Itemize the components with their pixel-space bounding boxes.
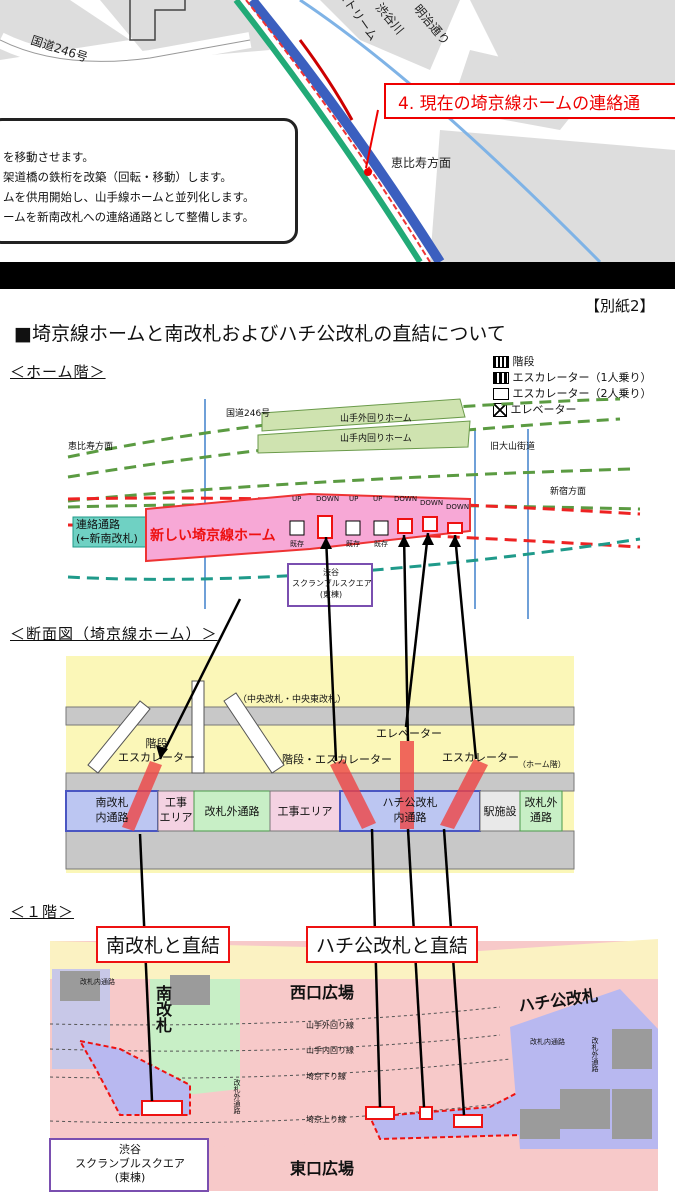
outer-passage-label: 改札外通路 bbox=[233, 1079, 241, 1114]
saikyo-down-line-label: 埼京下り線 bbox=[306, 1072, 346, 1081]
legend-label: エスカレーター（2人乗り） bbox=[512, 387, 652, 400]
south-gate-label: 南改札 bbox=[153, 985, 172, 1033]
down-label: DOWN bbox=[394, 495, 418, 503]
existing-label: 既存 bbox=[346, 540, 360, 548]
saikyo-up-line-label: 埼京上り線 bbox=[306, 1115, 346, 1124]
yamanote-inner-line-label: 山手内回り線 bbox=[306, 1046, 354, 1055]
up-label: UP bbox=[292, 495, 302, 503]
down-label: DOWN bbox=[316, 495, 340, 503]
callout-line: ームを新南改札への連絡通路として整備します。 bbox=[3, 210, 255, 224]
road-246-label: 国道246号 bbox=[226, 409, 271, 419]
ebisu-direction-label: 恵比寿方面 bbox=[391, 156, 452, 170]
ebisu-direction-label: 恵比寿方面 bbox=[68, 442, 114, 452]
old-oyama-label: 旧大山街道 bbox=[490, 442, 536, 452]
hachiko-gate-link-box: ハチ公改札と直結 bbox=[306, 926, 479, 963]
shinjuku-direction-label: 新宿方面 bbox=[550, 487, 587, 497]
section-cell: 駅施設 bbox=[483, 805, 517, 818]
elevator-label: エレベーター bbox=[376, 727, 442, 740]
stairs-escalator-mid-label: 階段・エスカレーター bbox=[282, 753, 392, 766]
red-label-box: 4. 現在の埼京線ホームの連絡通 bbox=[384, 83, 675, 119]
up-label: UP bbox=[349, 495, 359, 503]
down-label: DOWN bbox=[420, 499, 444, 507]
elevator-icon bbox=[493, 403, 507, 417]
south-gate-link-box: 南改札と直結 bbox=[96, 926, 231, 963]
section-cell: 工事エリア bbox=[277, 805, 333, 818]
yamanote-inner-platform-label: 山手内回りホーム bbox=[340, 434, 412, 444]
legend: 階段 エスカレーター（1人乗り） エスカレーター（2人乗り） エレベーター bbox=[493, 353, 673, 423]
existing-label: 既存 bbox=[374, 540, 388, 548]
yamanote-outer-platform-label: 山手外回りホーム bbox=[340, 414, 412, 424]
escalator-single-icon bbox=[493, 372, 509, 384]
passage-label: 連絡通路 (←新南改札) bbox=[76, 518, 138, 545]
callout-box: を移動させます。 架道橋の鉄桁を改築（回転・移動）します。 ムを供用開始し、山手… bbox=[0, 118, 298, 244]
ground-floor-heading: ＜１階＞ bbox=[10, 903, 75, 921]
page-title: ■埼京線ホームと南改札およびハチ公改札の直結について bbox=[14, 323, 506, 345]
stairs-escalator-left-label: 階段 エスカレーター bbox=[118, 737, 195, 764]
section-cell: 南改札 内通路 bbox=[95, 796, 129, 824]
diagram-svg bbox=[49, 397, 658, 1192]
up-label: UP bbox=[373, 495, 383, 503]
section-cell: ハチ公改札 内通路 bbox=[382, 796, 438, 824]
platform-icons bbox=[289, 515, 463, 539]
west-plaza-label: 西口広場 bbox=[290, 983, 355, 1002]
section-heading: ＜断面図（埼京線ホーム）＞ bbox=[10, 625, 218, 643]
east-plaza-label: 東口広場 bbox=[290, 1159, 355, 1178]
document-page: 【別紙2】 ■埼京線ホームと南改札およびハチ公改札の直結について 階段 エスカレ… bbox=[0, 289, 675, 1200]
attachment-badge: 【別紙2】 bbox=[585, 297, 655, 315]
legend-label: エレベーター bbox=[510, 403, 577, 416]
central-gate-label: （中央改札・中央東改札） bbox=[238, 695, 347, 705]
section-cell: 改札外通路 bbox=[204, 805, 260, 818]
red-label-text: 4. 現在の埼京線ホームの連絡通 bbox=[398, 94, 641, 114]
escalator-label: エスカレーター bbox=[442, 751, 519, 764]
connector-lines bbox=[138, 532, 478, 1116]
inner-passage-label: 改札内通路 bbox=[530, 1038, 565, 1046]
callout-line: を移動させます。 bbox=[3, 150, 94, 164]
callout-line: ムを供用開始し、山手線ホームと並列化します。 bbox=[3, 190, 255, 204]
existing-label: 既存 bbox=[290, 540, 304, 548]
outer-passage-label: 改札外通路 bbox=[591, 1037, 599, 1072]
new-saikyo-platform-label: 新しい埼京線ホーム bbox=[150, 528, 276, 544]
stairs-icon bbox=[493, 356, 509, 368]
section-cell: 工事 エリア bbox=[159, 796, 193, 824]
scramble-ground-label: 渋谷 スクランブルスクエア (東棟) bbox=[75, 1143, 185, 1184]
legend-item: エスカレーター（2人乗り） bbox=[493, 385, 652, 401]
section-cell: 改札外 通路 bbox=[524, 796, 558, 824]
escalator-double-icon bbox=[493, 388, 509, 400]
down-label: DOWN bbox=[446, 503, 470, 511]
legend-label: エスカレーター（1人乗り） bbox=[512, 371, 652, 384]
yamanote-outer-line-label: 山手外回り線 bbox=[306, 1021, 354, 1030]
platform-level-label: （ホーム階） bbox=[518, 760, 566, 769]
legend-item: 階段 bbox=[493, 353, 535, 369]
scramble-label: 渋谷 スクランブルスクエア (東棟) bbox=[292, 568, 372, 599]
legend-item: エスカレーター（1人乗り） bbox=[493, 369, 652, 385]
legend-label: 階段 bbox=[512, 355, 535, 368]
platform-floor-heading: ＜ホーム階＞ bbox=[10, 363, 106, 381]
legend-item: エレベーター bbox=[493, 401, 577, 417]
inner-passage-label: 改札内通路 bbox=[80, 978, 115, 986]
top-map: 国道246号 ストリーム 渋谷川 明治通り 恵比寿方面 4. 現在の埼京線ホーム… bbox=[0, 0, 675, 262]
callout-line: 架道橋の鉄桁を改築（回転・移動）します。 bbox=[3, 170, 232, 184]
